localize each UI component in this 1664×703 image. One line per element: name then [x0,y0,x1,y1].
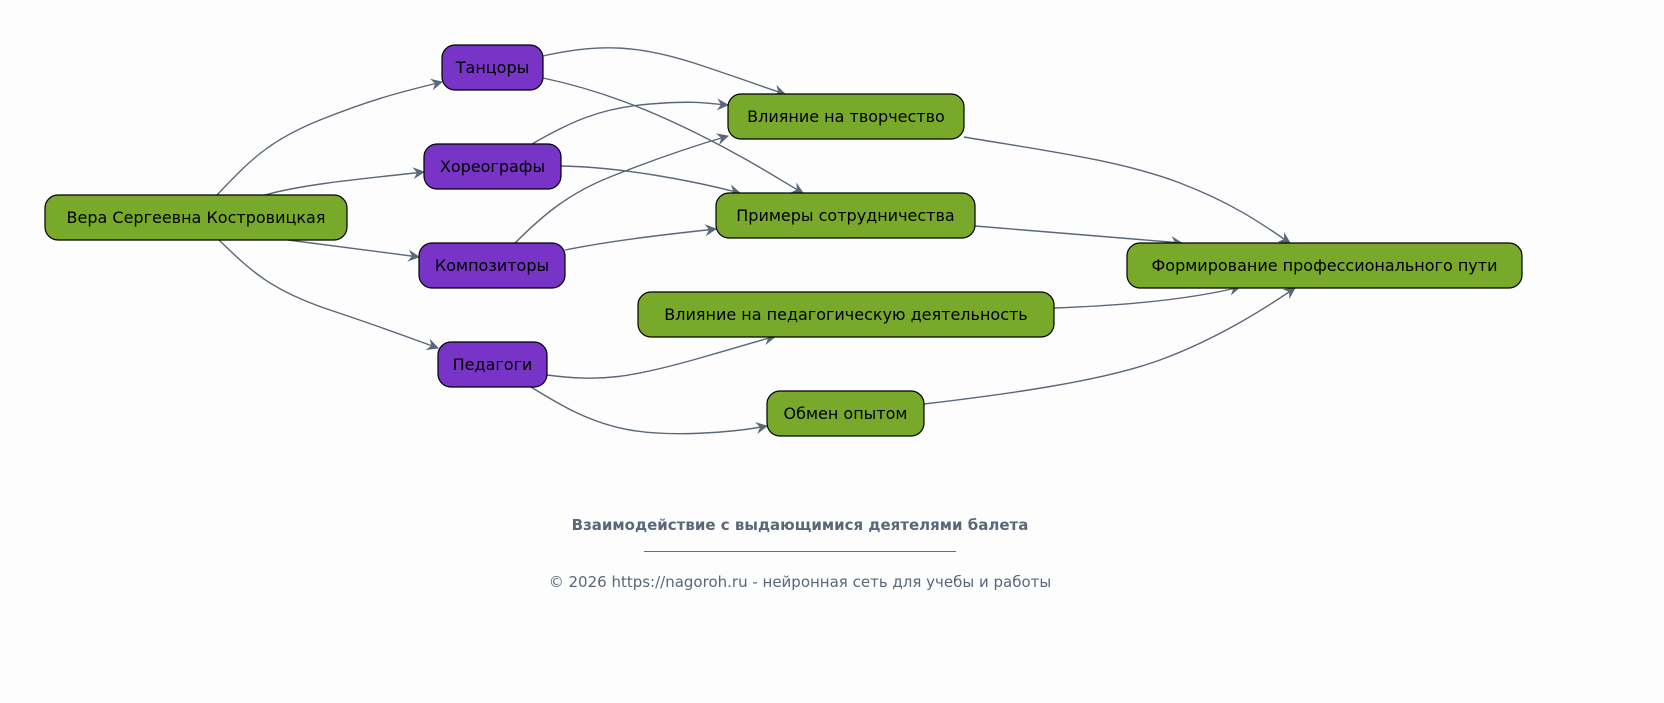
edge-root-composers [287,239,420,262]
node-label: Примеры сотрудничества [736,206,954,225]
node-label: Формирование профессионального пути [1152,256,1498,275]
node-label: Вера Сергеевна Костровицкая [67,208,326,227]
node-label: Педагоги [453,355,533,374]
edge-composers-creative [514,133,729,244]
edge-pedagogical-career [1053,283,1241,309]
edge-teachers-exchange [530,386,768,435]
node-label: Обмен опытом [784,404,908,423]
edge-root-choreographers [264,167,425,196]
diagram-title: Взаимодействие с выдающимися деятелями б… [571,516,1029,534]
node-creative-influence[interactable]: Влияние на творчество [727,93,965,140]
node-collaboration-examples[interactable]: Примеры сотрудничества [715,192,976,239]
node-dancers[interactable]: Танцоры [441,44,544,91]
node-career-formation[interactable]: Формирование профессионального пути [1126,242,1523,289]
node-experience-exchange[interactable]: Обмен опытом [766,390,925,437]
edge-dancers-collaboration [542,77,804,194]
caption-separator: ________________________________________… [644,538,956,553]
edge-composers-collaboration [564,224,717,251]
node-root[interactable]: Вера Сергеевна Костровицкая [44,194,348,241]
edge-root-dancers [216,78,443,196]
edge-choreographers-creative [531,98,729,145]
node-label: Композиторы [435,256,549,275]
node-pedagogical-influence[interactable]: Влияние на педагогическую деятельность [637,291,1055,338]
edge-root-teachers [218,239,439,350]
node-label: Влияние на педагогическую деятельность [664,305,1027,324]
edge-teachers-pedagogical [546,333,776,379]
node-label: Хореографы [440,157,545,176]
edge-dancers-creative [542,47,786,97]
node-choreographers[interactable]: Хореографы [423,143,562,190]
node-teachers[interactable]: Педагоги [437,341,548,388]
node-label: Танцоры [455,58,530,77]
edge-collaboration-career [974,225,1183,249]
edge-creative-career [963,136,1291,244]
node-label: Влияние на творчество [747,107,945,126]
edge-choreographers-collaboration [560,165,741,197]
node-composers[interactable]: Композиторы [418,242,566,289]
edge-exchange-career [923,287,1296,405]
edges [216,47,1296,435]
copyright-footer: © 2026 https://nagoroh.ru - нейронная се… [548,573,1052,591]
